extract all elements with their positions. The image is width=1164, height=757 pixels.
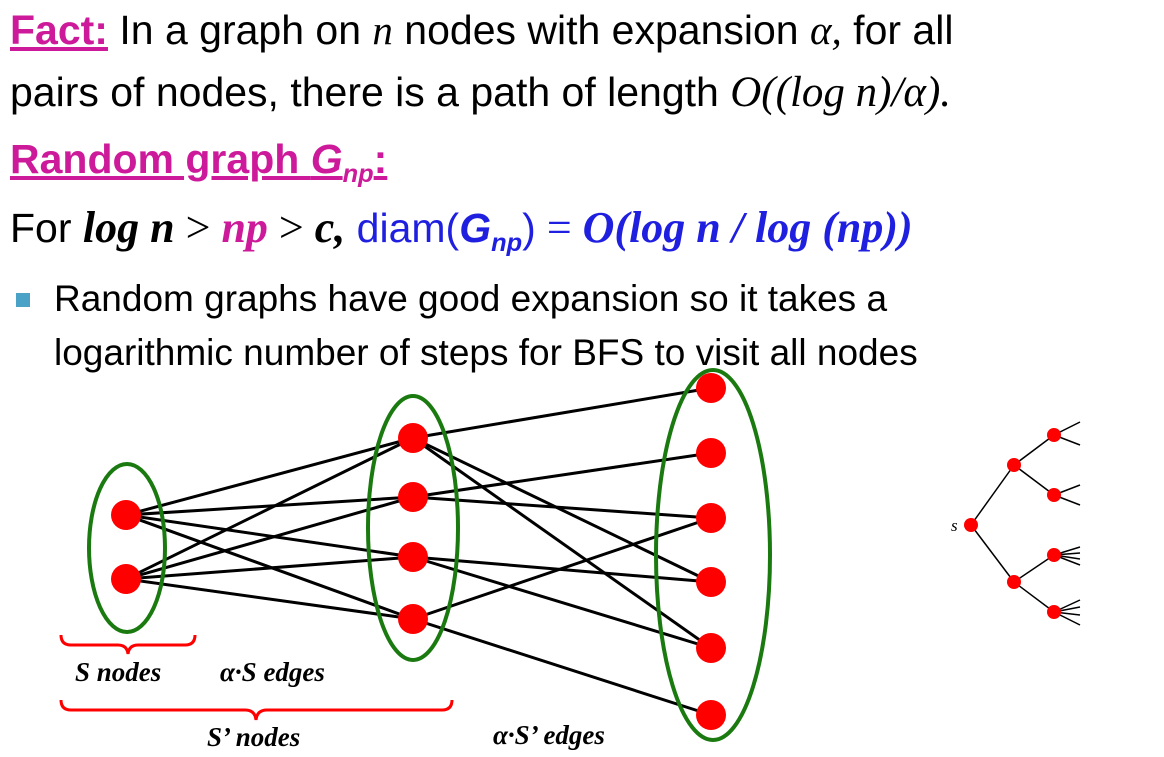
fact-label: Fact: [10, 7, 108, 53]
s-set-ellipse [87, 462, 167, 634]
random-label-colon: : [373, 136, 388, 182]
random-graph-formula: For log n > np > c, diam(Gnp) = O(log n … [10, 202, 913, 258]
s-prime-nodes-label: S’ nodes [207, 722, 300, 752]
formula-logn: log n [82, 203, 175, 252]
nodes [111, 373, 726, 730]
s-nodes-label: S nodes [75, 657, 161, 687]
bfs-tree-nodes [964, 428, 1061, 619]
as-prime-edges-label: α·S’ edges [493, 720, 605, 750]
neighbor-set-ellipse [654, 368, 772, 742]
bullet-icon [16, 293, 30, 307]
edges [125, 386, 712, 717]
s-nodes-brace [59, 634, 197, 655]
braces [59, 634, 454, 721]
formula-for: For [10, 205, 83, 251]
bullet-line-1: Random graphs have good expansion so it … [54, 278, 888, 319]
bfs-root-label: s [951, 516, 958, 535]
formula-gt-1: > [174, 203, 222, 252]
random-graph-label: Random graph Gnp: [10, 136, 388, 188]
formula-c: c, [314, 203, 346, 252]
fact-line-2-text: pairs of nodes, there is a path of lengt… [10, 69, 731, 115]
fact-text-1: In a graph on [107, 7, 373, 53]
fact-n: n [372, 7, 393, 53]
ellipses [87, 368, 772, 742]
fact-bound: O((log n)/α). [730, 69, 952, 116]
formula-eq: = [535, 203, 583, 252]
formula-close: ) [522, 205, 536, 251]
fact-line-2: pairs of nodes, there is a path of lengt… [10, 68, 951, 117]
random-label-text: Random graph [10, 136, 311, 182]
formula-result: O(log n / log (np)) [582, 203, 913, 252]
formula-gt-2: > [267, 203, 315, 252]
s-prime-set-ellipse [366, 394, 460, 662]
as-edges-label: α·S edges [220, 657, 325, 687]
fact-line-1: Fact: In a graph on n nodes with expansi… [10, 6, 953, 54]
fact-text-3: for all [841, 7, 954, 53]
bullet-line-2: logarithmic number of steps for BFS to v… [54, 332, 918, 373]
random-label-g: G [310, 136, 343, 182]
bfs-tree [970, 421, 1081, 626]
fact-text-2: nodes with expansion [392, 7, 810, 53]
s-prime-nodes-brace [59, 699, 454, 721]
random-graph-heading: Random graph Gnp: [10, 136, 387, 189]
fact-alpha: α, [810, 7, 842, 53]
formula-g-sub: np [491, 228, 523, 257]
formula-g: G [459, 205, 492, 251]
random-label-np: np [342, 159, 374, 188]
formula-diam: diam( [345, 205, 460, 251]
formula-np: np [221, 203, 268, 252]
